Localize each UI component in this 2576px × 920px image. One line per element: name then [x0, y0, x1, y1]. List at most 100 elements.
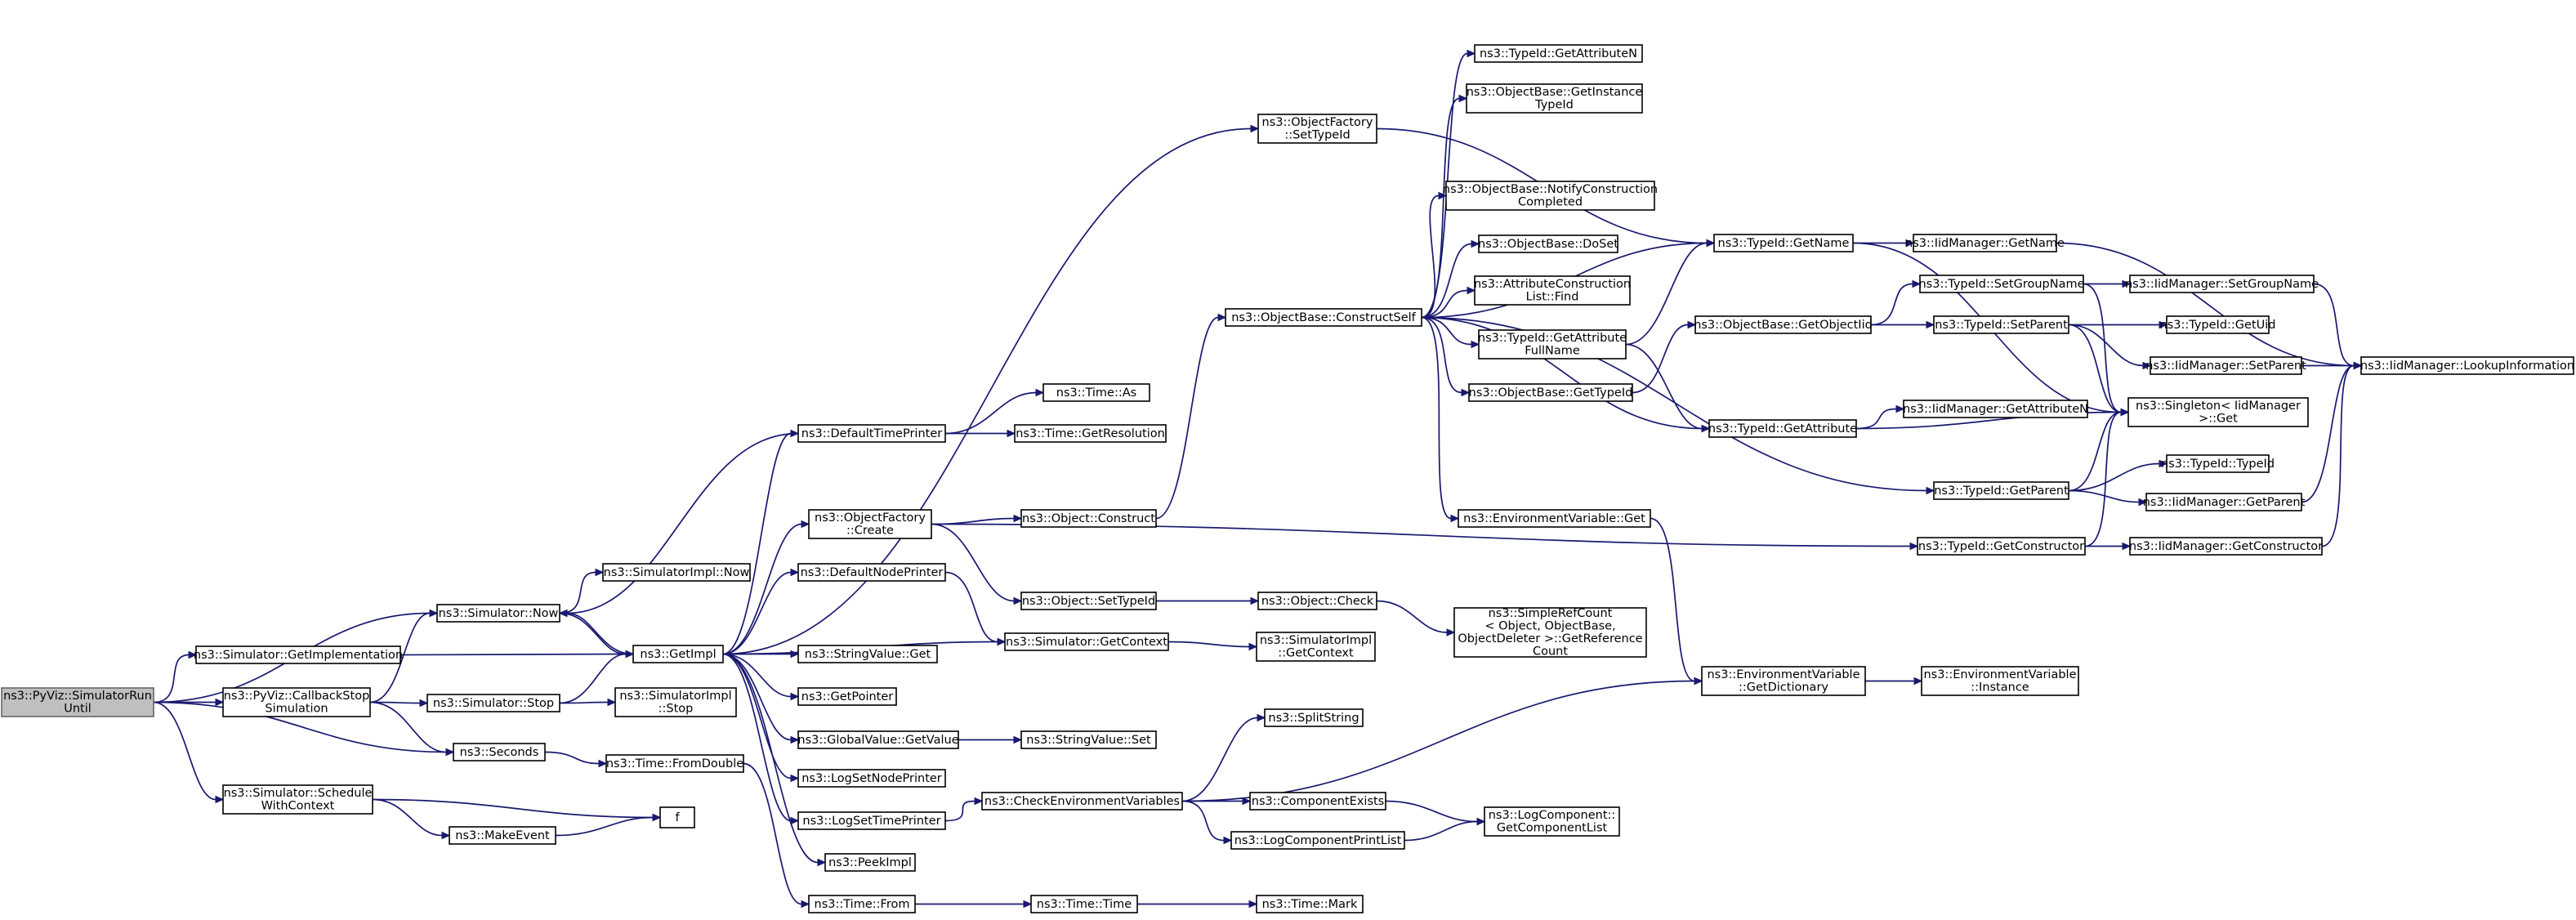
graph-node[interactable]: ns3::StringValue::Get [797, 645, 938, 663]
node-label: ns3::TypeId::SetParent [1935, 319, 2068, 332]
edge-line [2083, 283, 2122, 413]
graph-node[interactable]: ns3::IidManager::GetAttributeN [1903, 400, 2088, 418]
graph-node[interactable]: ns3::Time::FromDouble [605, 754, 744, 773]
graph-node[interactable]: ns3::ObjectBase::DoSet [1478, 234, 1618, 253]
graph-node[interactable]: ns3::MakeEvent [449, 826, 556, 845]
graph-node[interactable]: ns3::LogSetTimePrinter [797, 811, 946, 830]
graph-node[interactable]: ns3::DefaultNodePrinter [797, 563, 946, 582]
graph-node[interactable]: ns3::Simulator::Now [436, 604, 560, 623]
graph-node[interactable]: ns3::Seconds [453, 743, 546, 761]
node-label: ns3::IidManager::GetName [1905, 237, 2065, 250]
graph-node[interactable]: ns3::Simulator::GetImplementation [194, 645, 403, 664]
graph-node[interactable]: ns3::Time::GetResolution [1014, 424, 1167, 443]
edge-line [559, 571, 596, 614]
node-box [1466, 83, 1643, 114]
graph-node[interactable]: ns3::ComponentExists [1249, 792, 1386, 811]
edge-line [555, 816, 654, 837]
node-box [1919, 275, 2084, 293]
graph-node[interactable]: ns3::ObjectFactory::Create [808, 509, 932, 539]
edge-line [1181, 680, 1695, 802]
edge-line [369, 612, 431, 703]
edge-arrowhead [1013, 596, 1023, 605]
graph-node[interactable]: ns3::ObjectFactory::SetTypeId [1257, 114, 1377, 144]
edge-arrowhead [997, 637, 1007, 646]
graph-node[interactable]: ns3::TypeId::GetParent [1933, 481, 2069, 500]
edge-arrowhead [790, 692, 800, 701]
graph-node[interactable]: ns3::GlobalValue::GetValue [797, 730, 959, 749]
graph-node[interactable]: ns3::EnvironmentVariable::Instance [1921, 666, 2079, 696]
graph-node[interactable]: ns3::TypeId::GetConstructor [1917, 537, 2086, 556]
node-box [808, 895, 916, 913]
graph-node[interactable]: ns3::Time::From [808, 895, 916, 913]
node-label: ns3::GetPointer [801, 690, 894, 703]
graph-node[interactable]: ns3::Object::Check [1257, 592, 1377, 610]
graph-node[interactable]: ns3::PeekImpl [824, 853, 916, 872]
graph-node[interactable]: ns3::IidManager::LookupInformation [2360, 356, 2574, 375]
graph-node[interactable]: ns3::IidManager::SetParent [2145, 356, 2306, 375]
graph-node[interactable]: ns3::Object::Construct [1020, 509, 1157, 528]
edge-arrowhead [1446, 628, 1456, 636]
graph-node[interactable]: ns3::GetImpl [632, 645, 724, 663]
graph-node[interactable]: ns3::SimulatorImpl::GetContext [1256, 632, 1376, 662]
graph-node[interactable]: ns3::TypeId::GetAttributeN [1474, 44, 1643, 63]
graph-node[interactable]: ns3::SimpleRefCount< Object, ObjectBase,… [1453, 607, 1647, 659]
graph-node[interactable]: ns3::ObjectBase::GetTypeId [1468, 383, 1633, 402]
node-box [808, 509, 932, 539]
edges-layer [153, 49, 2363, 909]
graph-node[interactable]: ns3::ObjectBase::GetObjectIid [1694, 315, 1873, 334]
graph-node[interactable]: ns3::DefaultTimePrinter [797, 424, 946, 443]
graph-node[interactable]: ns3::Singleton< IidManager>::Get [2127, 397, 2309, 427]
graph-node[interactable]: ns3::SplitString [1264, 708, 1364, 727]
graph-node[interactable]: ns3::LogSetNodePrinter [797, 769, 946, 788]
graph-node[interactable]: ns3::Time::Mark [1256, 895, 1364, 913]
graph-node[interactable]: ns3::SimulatorImpl::Stop [614, 687, 737, 717]
node-label: ns3::SimpleRefCount [1489, 607, 1613, 620]
graph-node[interactable]: f [659, 806, 695, 828]
graph-node[interactable]: ns3::IidManager::GetName [1905, 234, 2065, 252]
graph-node[interactable]: ns3::Time::As [1042, 383, 1150, 402]
graph-node[interactable]: ns3::Time::Time [1030, 895, 1138, 913]
graph-node[interactable]: ns3::TypeId::GetName [1713, 234, 1854, 252]
graph-node[interactable]: ns3::CheckEnvironmentVariables [981, 792, 1183, 811]
graph-node[interactable]: ns3::TypeId::SetGroupName [1918, 275, 2085, 293]
node-label: GetComponentList [1497, 822, 1608, 835]
node-label: ns3::PyViz::SimulatorRun [3, 690, 152, 703]
node-label: < Object, ObjectBase, [1484, 620, 1615, 633]
graph-node[interactable]: ns3::SimulatorImpl::Now [602, 563, 751, 582]
node-box [2166, 315, 2270, 334]
graph-node[interactable]: ns3::StringValue::Set [1020, 730, 1157, 749]
node-box [1230, 831, 1405, 850]
graph-node[interactable]: ns3::ObjectBase::ConstructSelf [1225, 308, 1422, 327]
node-label: ns3::Time::FromDouble [606, 757, 743, 770]
graph-node[interactable]: ns3::TypeId::GetAttribute [1708, 419, 1857, 438]
graph-node[interactable]: ns3::IidManager::SetGroupName [2125, 275, 2319, 293]
graph-node[interactable]: ns3::TypeId::GetUid [2160, 315, 2276, 334]
node-label: ::Instance [1971, 681, 2029, 694]
node-label: ns3::TypeId::GetAttribute [1478, 332, 1627, 345]
node-label: ns3::LogComponentPrintList [1234, 834, 1402, 847]
edge-line [931, 517, 1015, 525]
graph-node[interactable]: ns3::GetPointer [797, 687, 897, 706]
graph-node[interactable]: ns3::TypeId::TypeId [2161, 454, 2275, 473]
graph-node[interactable]: ns3::Object::SetTypeId [1020, 592, 1157, 610]
edge-arrowhead [2142, 361, 2152, 370]
graph-node[interactable]: ns3::EnvironmentVariable::GetDictionary [1701, 666, 1866, 696]
graph-node[interactable]: ns3::Simulator::GetContext [1004, 632, 1169, 651]
edge-arrowhead [429, 609, 439, 618]
graph-node[interactable]: ns3::EnvironmentVariable::Get [1458, 509, 1651, 528]
graph-node[interactable]: ns3::LogComponentPrintList [1230, 831, 1405, 850]
graph-node[interactable]: ns3::IidManager::GetParent [2143, 493, 2306, 511]
edge-arrowhead [598, 759, 608, 768]
graph-node[interactable]: ns3::LogComponent::GetComponentList [1484, 806, 1620, 837]
node-label: ns3::PeekImpl [828, 856, 912, 869]
graph-node[interactable]: ns3::ObjectBase::NotifyConstructionCompl… [1443, 181, 1658, 211]
graph-node[interactable]: ns3::IidManager::GetConstructor [2129, 537, 2323, 556]
graph-node[interactable]: ns3::Simulator::Stop [426, 694, 560, 712]
graph-node[interactable]: ns3::TypeId::SetParent [1933, 315, 2069, 334]
